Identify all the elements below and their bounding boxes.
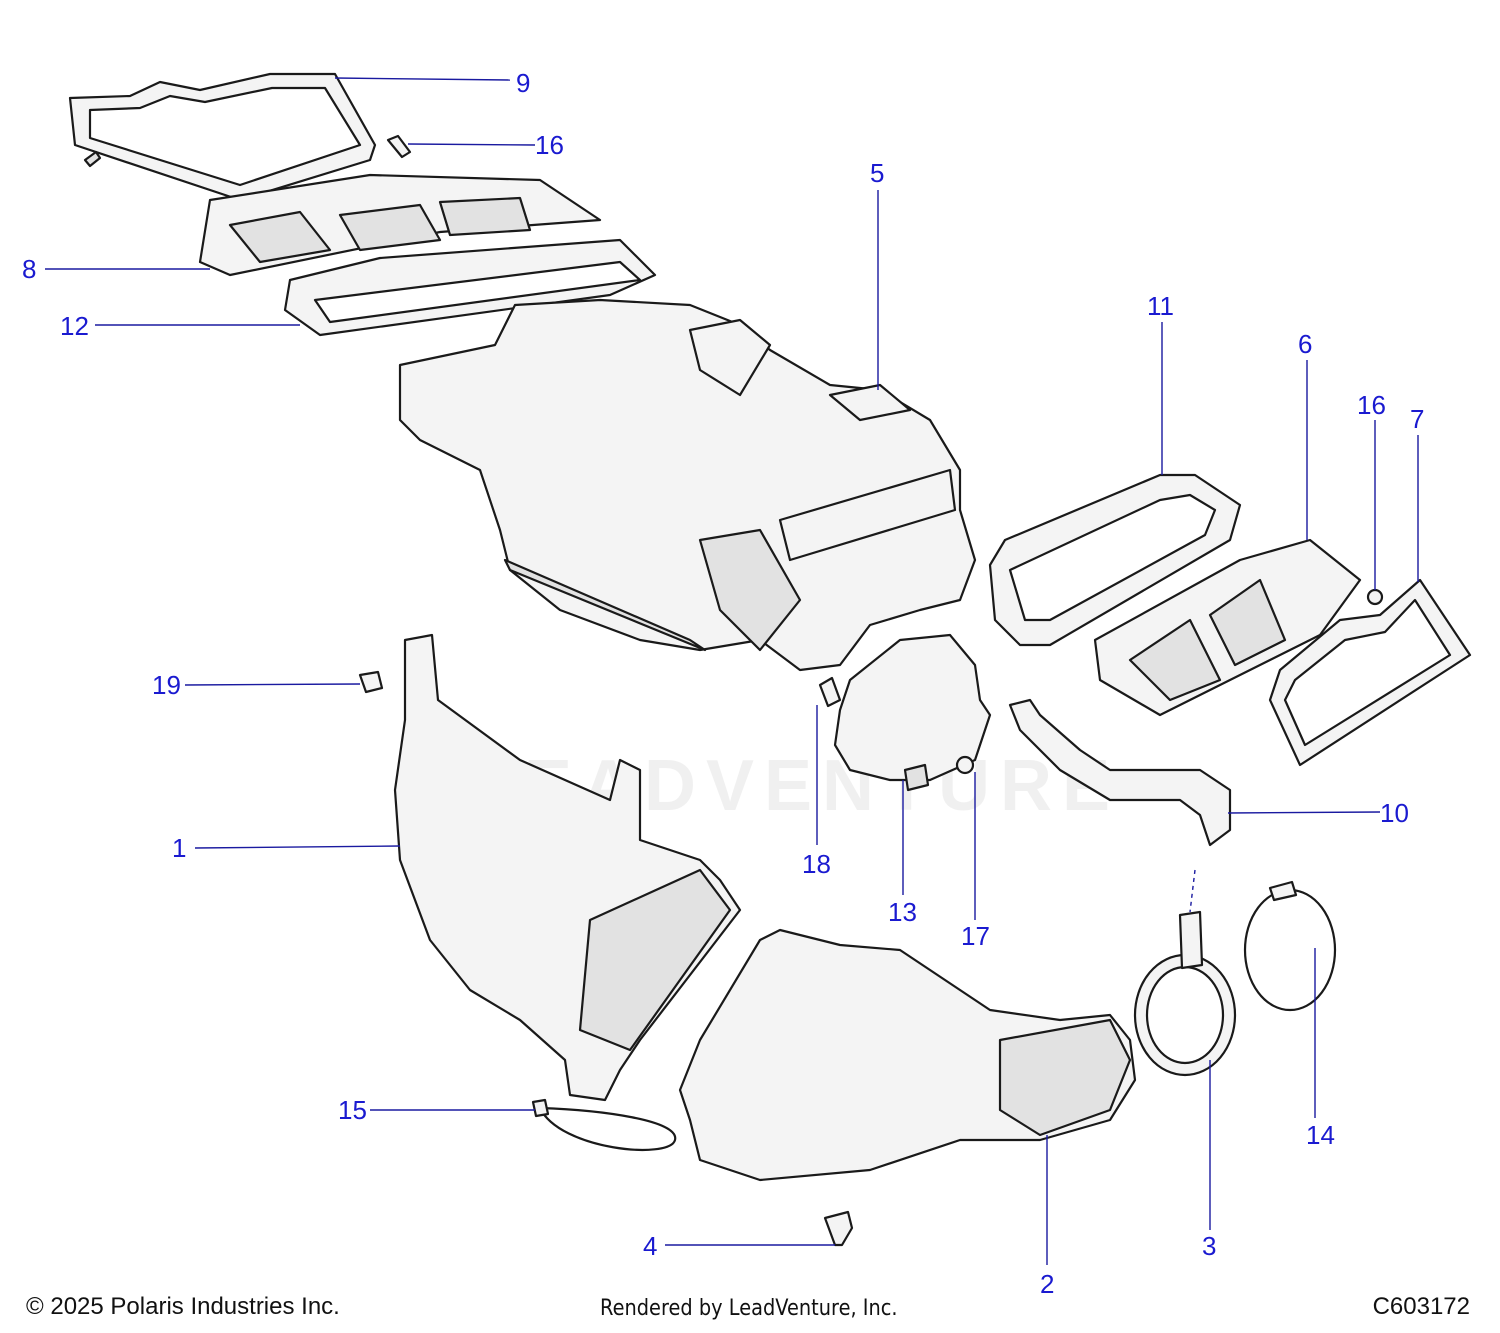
rendered-by-text: Rendered by LeadVenture, Inc. <box>600 1296 898 1321</box>
part-1-duct[interactable] <box>393 633 742 1102</box>
callout-10: 10 <box>1380 798 1409 828</box>
callout-8: 8 <box>22 254 36 284</box>
part-14-clamp[interactable] <box>1243 880 1337 1012</box>
copyright-text: © 2025 Polaris Industries Inc. <box>26 1293 340 1320</box>
part-18-clip[interactable] <box>818 676 842 708</box>
callout-16-right: 16 <box>1357 390 1386 420</box>
callout-7: 7 <box>1410 404 1424 434</box>
callout-9: 9 <box>516 68 530 98</box>
part-12-frame[interactable] <box>283 238 657 337</box>
leader-lines <box>45 77 1419 1265</box>
part-8-frame[interactable] <box>198 173 602 277</box>
callout-16-top: 16 <box>535 130 564 160</box>
part-6-frame[interactable] <box>1093 538 1362 717</box>
part-11-frame[interactable] <box>988 473 1242 647</box>
callout-18: 18 <box>802 849 831 879</box>
callout-6: 6 <box>1298 329 1312 359</box>
callout-11: 11 <box>1147 291 1174 321</box>
part-13-housing[interactable] <box>833 633 992 792</box>
callout-2: 2 <box>1040 1269 1054 1299</box>
callout-13: 13 <box>888 897 917 927</box>
callout-14: 14 <box>1306 1120 1335 1150</box>
part-19-fastener[interactable] <box>358 670 384 694</box>
part-10-hose[interactable] <box>1008 698 1232 847</box>
part-5-airbox[interactable] <box>398 298 977 672</box>
part-7-gasket[interactable] <box>1268 578 1472 767</box>
callout-19: 19 <box>152 670 181 700</box>
part-16-screw-right[interactable] <box>1366 588 1384 606</box>
part-9-gasket[interactable] <box>68 72 377 202</box>
diagram-code: C603172 <box>1372 1293 1470 1320</box>
callout-17: 17 <box>961 921 990 951</box>
part-15-cable-tie[interactable] <box>531 1098 677 1151</box>
callout-15: 15 <box>338 1095 367 1125</box>
callout-12: 12 <box>60 311 89 341</box>
callout-5: 5 <box>870 158 884 188</box>
part-2-intake-duct[interactable] <box>678 928 1137 1182</box>
callout-4: 4 <box>643 1231 657 1261</box>
part-4-push-clip[interactable] <box>823 1210 854 1247</box>
part-17-screw[interactable] <box>955 755 975 775</box>
callout-3: 3 <box>1202 1231 1216 1261</box>
callout-1: 1 <box>172 833 186 863</box>
part-3-coupler[interactable] <box>1133 910 1237 1077</box>
part-16-screw-top[interactable] <box>386 134 412 159</box>
